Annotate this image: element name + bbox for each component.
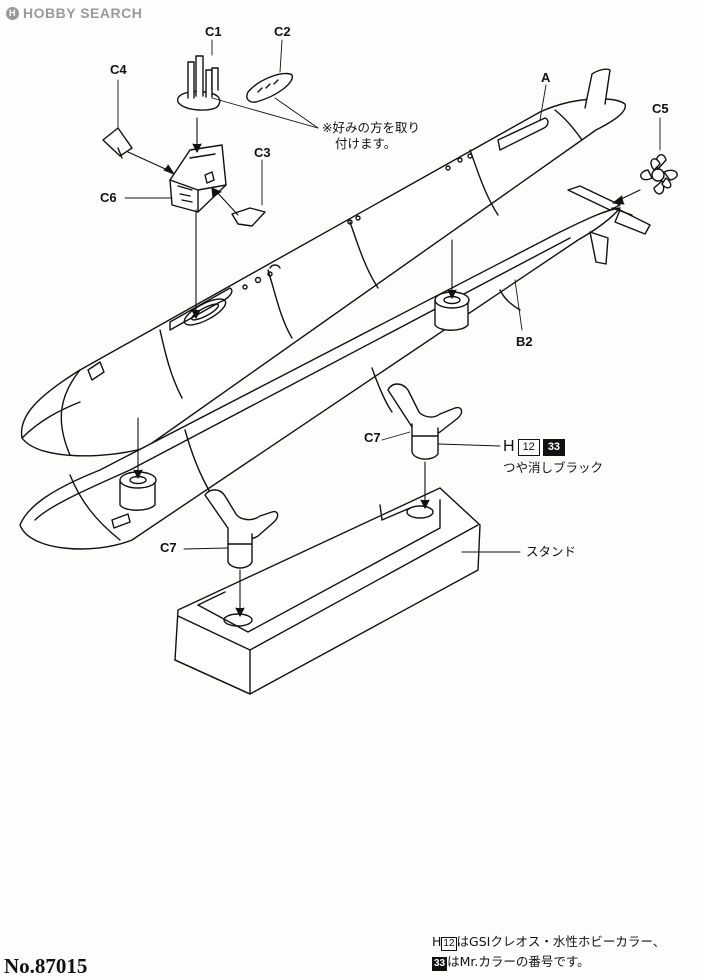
cradle-part-c7-upper <box>387 383 463 460</box>
choice-note-line2: 付けます。 <box>335 136 397 151</box>
label-c2: C2 <box>274 24 291 39</box>
paint-letter: H <box>503 438 515 455</box>
propeller-part-c5 <box>640 154 678 195</box>
label-c1: C1 <box>205 24 222 39</box>
alternate-part-c2 <box>246 72 293 103</box>
choice-note-line1: ※好みの方を取り <box>322 120 420 135</box>
label-b2: B2 <box>516 334 533 349</box>
label-c7-upper: C7 <box>364 430 381 445</box>
leader-lines <box>117 39 661 553</box>
fairwater-plane-c3 <box>231 207 266 227</box>
sail-part-c6 <box>169 144 227 213</box>
legend-box-12: 12 <box>441 937 457 951</box>
label-a: A <box>541 70 551 85</box>
label-c6: C6 <box>100 190 117 205</box>
stand-label: スタンド <box>526 544 577 559</box>
label-c5: C5 <box>652 101 669 116</box>
paint-callout: H 12 33 <box>503 438 566 456</box>
paint-name: つや消しブラック <box>503 460 604 475</box>
label-c4: C4 <box>110 62 127 77</box>
product-number: No.87015 <box>4 954 88 978</box>
watermark-logo: H HOBBY SEARCH <box>6 5 142 21</box>
hull-upper-part-a <box>20 68 626 457</box>
fairwater-plane-c4 <box>102 127 133 159</box>
paint-code-mr: 33 <box>542 438 566 456</box>
label-c3: C3 <box>254 145 271 160</box>
display-stand <box>174 487 481 695</box>
hull-lower-part-b2 <box>19 185 651 550</box>
choice-note: ※好みの方を取り 付けます。 <box>322 120 420 152</box>
legend-box-33: 33 <box>432 957 448 971</box>
paint-code-gsi: 12 <box>517 438 540 456</box>
watermark-text: HOBBY SEARCH <box>23 5 143 21</box>
cradle-part-c7-lower <box>204 489 279 569</box>
legend-line1-text: はGSIクレオス・水性ホビーカラー、 <box>456 934 666 949</box>
legend-line2-text: はMr.カラーの番号です。 <box>447 954 590 969</box>
stand-socket-front <box>119 471 157 511</box>
mast-part-c1 <box>176 55 221 111</box>
label-c7-lower: C7 <box>160 540 177 555</box>
assembly-arrows <box>127 117 641 617</box>
brand-mark-icon: H <box>6 6 19 20</box>
legend-h: H <box>432 934 442 949</box>
